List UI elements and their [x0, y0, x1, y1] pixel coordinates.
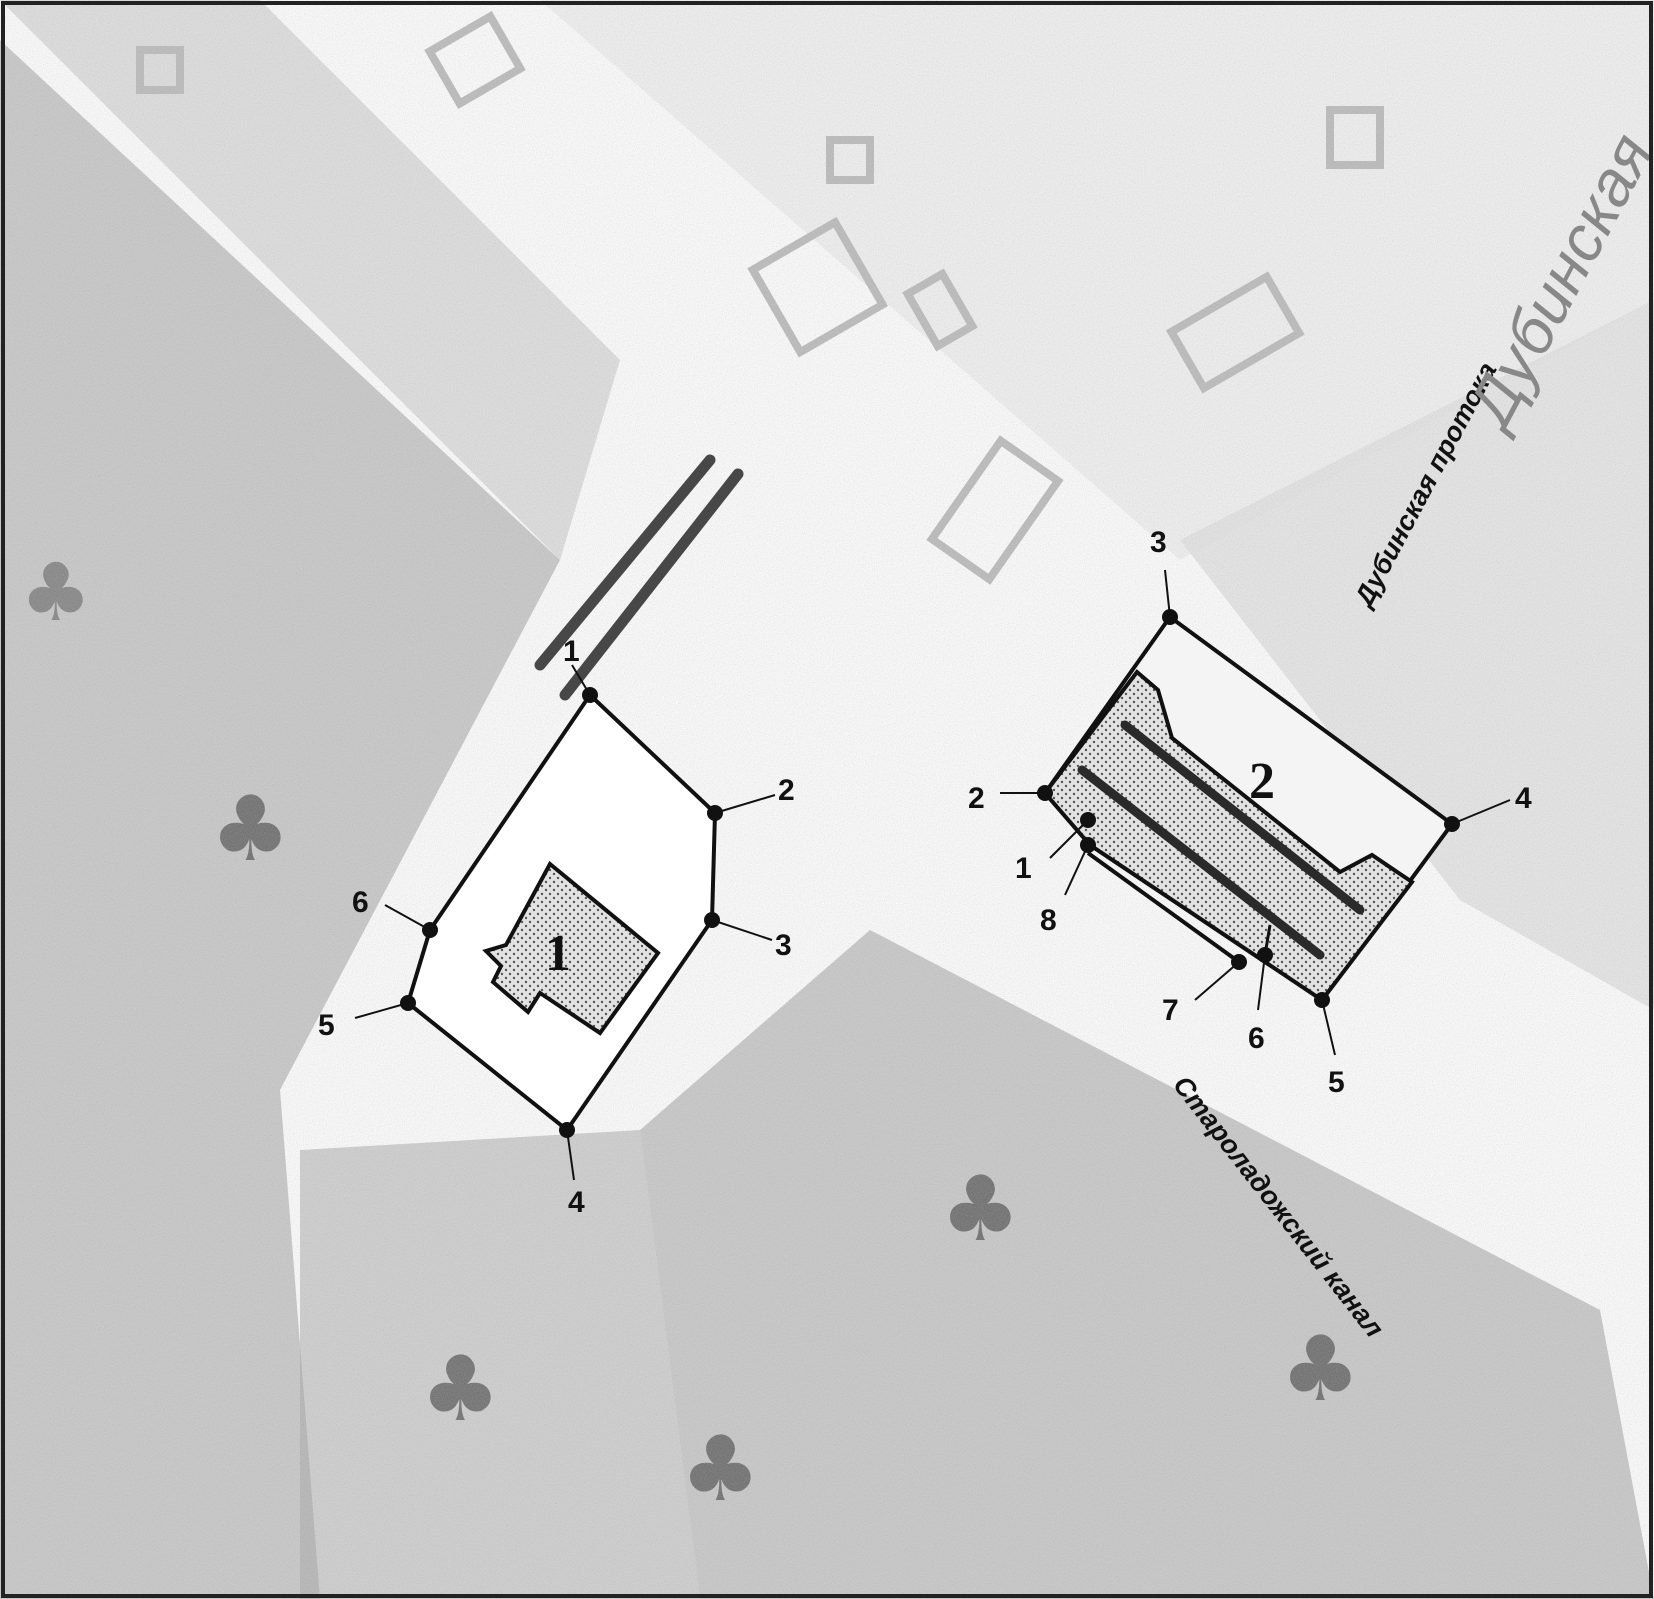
- site-2-label: 2: [1249, 753, 1275, 810]
- site-2-points: 1 2 3 4 5 6 7 8: [968, 526, 1532, 1099]
- site-2-tracks: [1077, 720, 1365, 960]
- site-1-point-label: 2: [778, 774, 795, 807]
- site-2: 2 1 2 3 4 5 6 7 8: [968, 526, 1532, 1099]
- site-1-point-label: 4: [568, 1186, 585, 1219]
- railway-tracks: [534, 454, 744, 701]
- site-2-point-label: 7: [1162, 994, 1179, 1027]
- site-1: 1 1 2 3 4 5 6: [318, 635, 795, 1219]
- site-2-point-label: 5: [1328, 1066, 1345, 1099]
- site-1-label: 1: [545, 925, 571, 982]
- site-1-building: [482, 860, 661, 1036]
- site-2-point-label: 2: [968, 782, 985, 815]
- site-1-point-label: 6: [352, 886, 369, 919]
- site-1-point-label: 1: [563, 635, 580, 668]
- site-2-point-label: 4: [1515, 782, 1532, 815]
- site-1-point-label: 5: [318, 1009, 335, 1042]
- site-2-hatched-area: [1042, 669, 1415, 1003]
- site-2-inner-boundary: [1086, 851, 1241, 964]
- site-2-point-label: 8: [1040, 904, 1057, 937]
- site-1-points: 1 2 3 4 5 6: [318, 635, 795, 1219]
- site-2-point-label: 1: [1015, 852, 1032, 885]
- site-2-point-label: 6: [1248, 1022, 1265, 1055]
- site-2-point-label: 3: [1150, 526, 1167, 559]
- site-1-point-label: 3: [775, 929, 792, 962]
